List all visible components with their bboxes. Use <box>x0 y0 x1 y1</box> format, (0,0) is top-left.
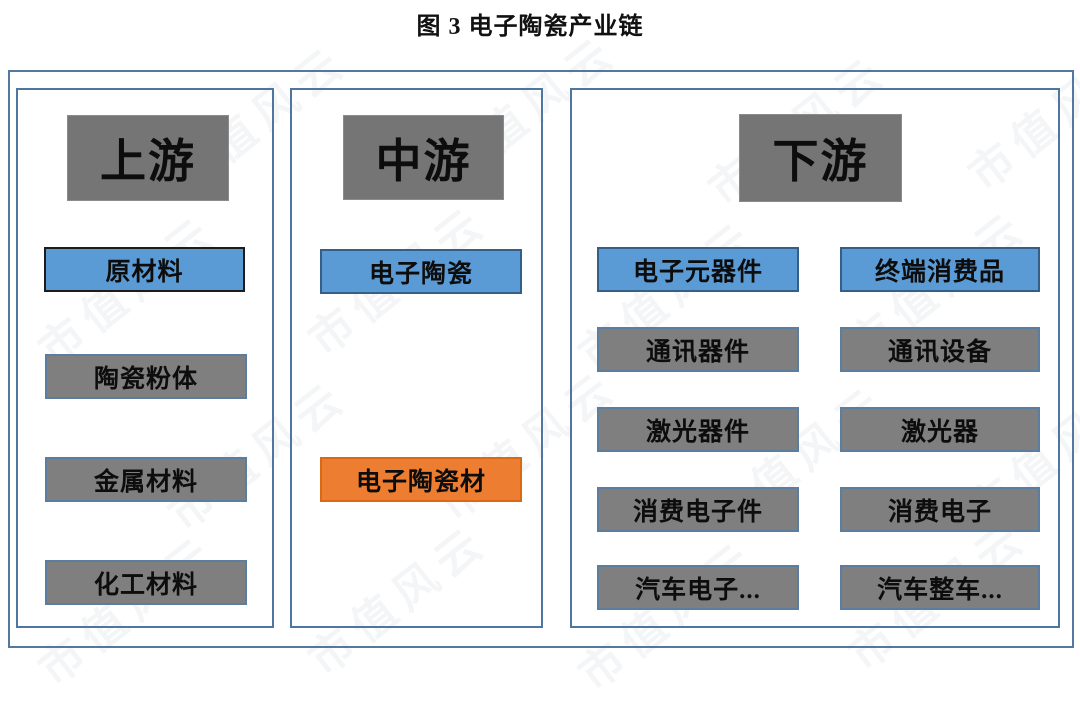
node-electronic-components: 电子元器件 <box>597 247 799 292</box>
node-laser-components: 激光器件 <box>597 407 799 452</box>
node-terminal-consumer-products: 终端消费品 <box>840 247 1040 292</box>
midstream-header: 中游 <box>343 115 504 200</box>
node-chemical-materials: 化工材料 <box>45 560 247 605</box>
downstream-column: 下游 电子元器件 通讯器件 激光器件 消费电子件 汽车电子... 终端消费品 通… <box>570 88 1060 628</box>
downstream-header: 下游 <box>739 114 902 202</box>
node-lasers: 激光器 <box>840 407 1040 452</box>
node-consumer-electronics: 消费电子 <box>840 487 1040 532</box>
node-automotive-electronics: 汽车电子... <box>597 565 799 610</box>
node-ceramic-powder: 陶瓷粉体 <box>45 354 247 399</box>
node-metal-materials: 金属材料 <box>45 457 247 502</box>
node-communication-equipment: 通讯设备 <box>840 327 1040 372</box>
node-complete-vehicles: 汽车整车... <box>840 565 1040 610</box>
node-electronic-ceramics: 电子陶瓷 <box>320 249 522 294</box>
node-consumer-electronics-parts: 消费电子件 <box>597 487 799 532</box>
diagram-frame <box>8 70 1074 648</box>
figure-title: 图 3 电子陶瓷产业链 <box>416 14 644 40</box>
industry-chain-figure: 图 3 电子陶瓷产业链 市值风云市值风云市值风云市值风云市值风云市值风云市值风云… <box>8 14 1080 701</box>
upstream-header: 上游 <box>67 115 229 201</box>
node-raw-materials: 原材料 <box>44 247 245 292</box>
upstream-column: 上游 原材料 陶瓷粉体 金属材料 化工材料 <box>16 88 274 628</box>
node-electronic-ceramic-materials: 电子陶瓷材 <box>320 457 522 502</box>
midstream-column: 中游 电子陶瓷 电子陶瓷材 <box>290 88 543 628</box>
node-communication-components: 通讯器件 <box>597 327 799 372</box>
